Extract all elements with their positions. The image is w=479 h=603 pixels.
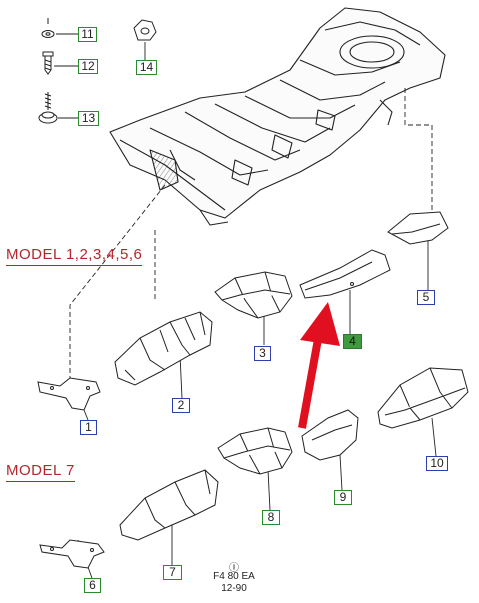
part-6-bracket xyxy=(39,539,105,569)
highlight-arrow xyxy=(298,302,340,429)
part-2-heat-shield xyxy=(114,311,213,386)
callout-2: 2 xyxy=(172,398,190,413)
part-4-brace xyxy=(299,249,391,299)
part-9-shield xyxy=(301,409,359,461)
fastener-washer-11 xyxy=(41,18,55,38)
part-7-heat-shield xyxy=(119,469,219,541)
part-10-shield xyxy=(377,367,469,429)
callout-1: 1 xyxy=(80,420,97,435)
callout-12: 12 xyxy=(78,59,98,74)
callout-10: 10 xyxy=(426,456,448,471)
model-label-group-b: MODEL 7 xyxy=(6,462,75,482)
footer-date: 12-90 xyxy=(221,583,247,594)
footer-symbol: Ⓘ xyxy=(229,563,239,574)
callout-3: 3 xyxy=(254,346,271,361)
callout-6: 6 xyxy=(84,578,101,593)
model-label-group-a: MODEL 1,2,3,4,5,6 xyxy=(6,246,143,266)
model-label-group-b-underline xyxy=(6,480,75,482)
callout-13: 13 xyxy=(78,111,99,126)
footer-code: F4 80 EA xyxy=(213,571,255,582)
fastener-screw-12 xyxy=(42,51,54,75)
callout-7: 7 xyxy=(163,565,182,580)
model-label-group-b-text: MODEL 7 xyxy=(6,462,75,479)
floor-pan xyxy=(109,7,446,226)
part-8-heat-shield xyxy=(217,427,293,475)
fastener-bolt-13 xyxy=(38,92,58,124)
model-label-group-a-text: MODEL 1,2,3,4,5,6 xyxy=(6,246,143,263)
part-1-bracket xyxy=(37,377,101,411)
fastener-nut-14 xyxy=(133,19,157,41)
callout-8: 8 xyxy=(262,510,280,525)
part-5-plate xyxy=(387,211,449,245)
callout-14: 14 xyxy=(136,60,157,75)
callout-9: 9 xyxy=(334,490,352,505)
callout-5: 5 xyxy=(417,290,435,305)
part-3-heat-shield xyxy=(214,271,293,319)
callout-11: 11 xyxy=(78,27,97,42)
callout-4: 4 xyxy=(343,334,362,349)
model-label-group-a-underline xyxy=(6,264,143,266)
